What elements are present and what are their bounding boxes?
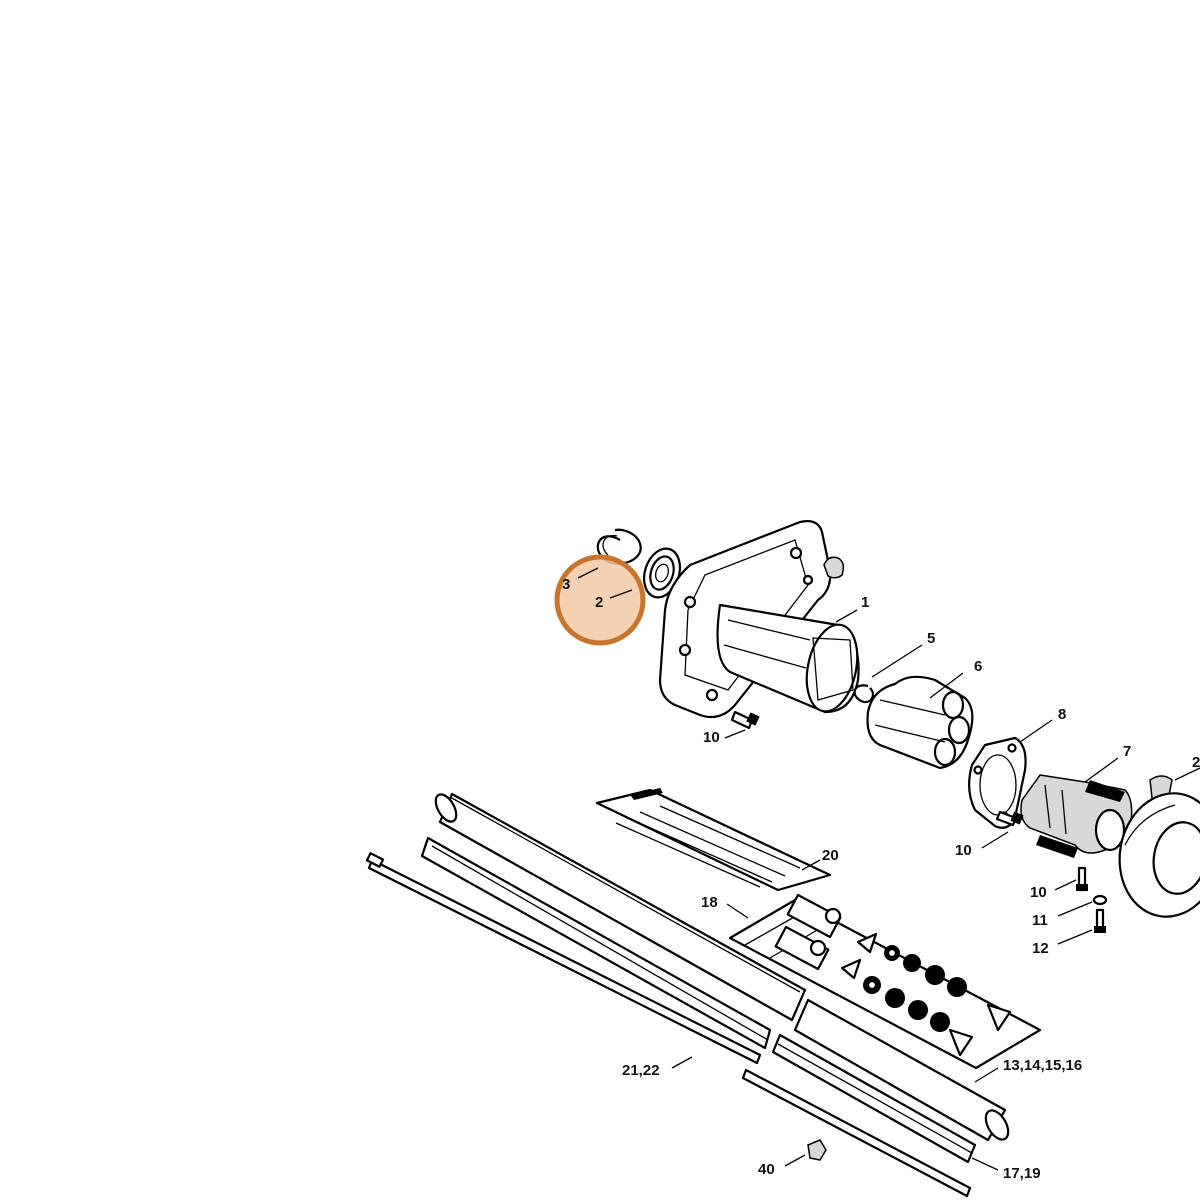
part-6-rubber-damper[interactable] [866,675,974,770]
part-17-drive-shaft[interactable] [365,852,972,1198]
callout-40[interactable]: 40 [758,1161,775,1178]
callout-10-lower[interactable]: 10 [1030,884,1047,901]
part-5-circlip[interactable] [853,684,874,704]
callout-17-19[interactable]: 17,19 [1003,1165,1041,1182]
part-18-pictogram-label[interactable] [728,893,1042,1070]
callout-2[interactable]: 2 [595,594,603,611]
part-13-drive-tube[interactable] [432,791,1013,1143]
callout-21-22[interactable]: 21,22 [622,1062,660,1079]
screw-10-left[interactable] [730,710,760,730]
screw-10-middle[interactable] [995,810,1024,827]
callout-10-middle[interactable]: 10 [955,842,972,859]
part-1-flange-housing[interactable] [658,520,865,719]
callout-18[interactable]: 18 [701,894,718,911]
washer-11[interactable] [1092,894,1108,906]
highlight-marker[interactable] [554,554,646,646]
callout-13-16[interactable]: 13,14,15,16 [1003,1057,1082,1074]
callout-20[interactable]: 20 [822,847,839,864]
leader-lines [577,567,1200,1171]
part-21-liner[interactable] [420,836,977,1164]
part-2-ball-bearing[interactable] [638,544,686,602]
screw-12[interactable] [1094,908,1106,933]
screw-10-lower[interactable] [1076,866,1088,892]
part-40-bushing[interactable] [807,1139,827,1161]
callout-5[interactable]: 5 [927,630,935,647]
callout-3[interactable]: 3 [562,576,570,593]
callout-12[interactable]: 12 [1032,940,1049,957]
callout-10-left[interactable]: 10 [703,729,720,746]
callout-labels: 3 2 1 5 6 8 7 2 10 10 10 11 12 20 18 21,… [562,576,1200,1182]
callout-8[interactable]: 8 [1058,706,1066,723]
callout-1[interactable]: 1 [861,594,869,611]
callout-11[interactable]: 11 [1032,912,1048,929]
callout-2-edge[interactable]: 2 [1192,754,1200,771]
callout-6[interactable]: 6 [974,658,982,675]
part-drum-cover[interactable] [1110,785,1200,924]
part-7-clamp-housing[interactable] [1020,774,1133,858]
callout-7[interactable]: 7 [1123,743,1131,760]
part-20-label[interactable] [595,788,832,892]
